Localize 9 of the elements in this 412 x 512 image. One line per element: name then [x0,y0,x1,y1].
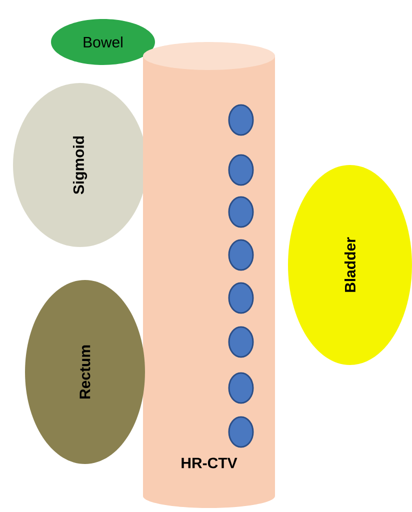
cylinder: HR-CTV [143,42,275,508]
source-dot [228,282,254,314]
source-dot [228,326,254,358]
source-dot [228,154,254,186]
source-dot [228,104,254,136]
source-dot [228,196,254,228]
source-dot [228,372,254,404]
source-dot [228,239,254,271]
source-dot [228,416,254,448]
